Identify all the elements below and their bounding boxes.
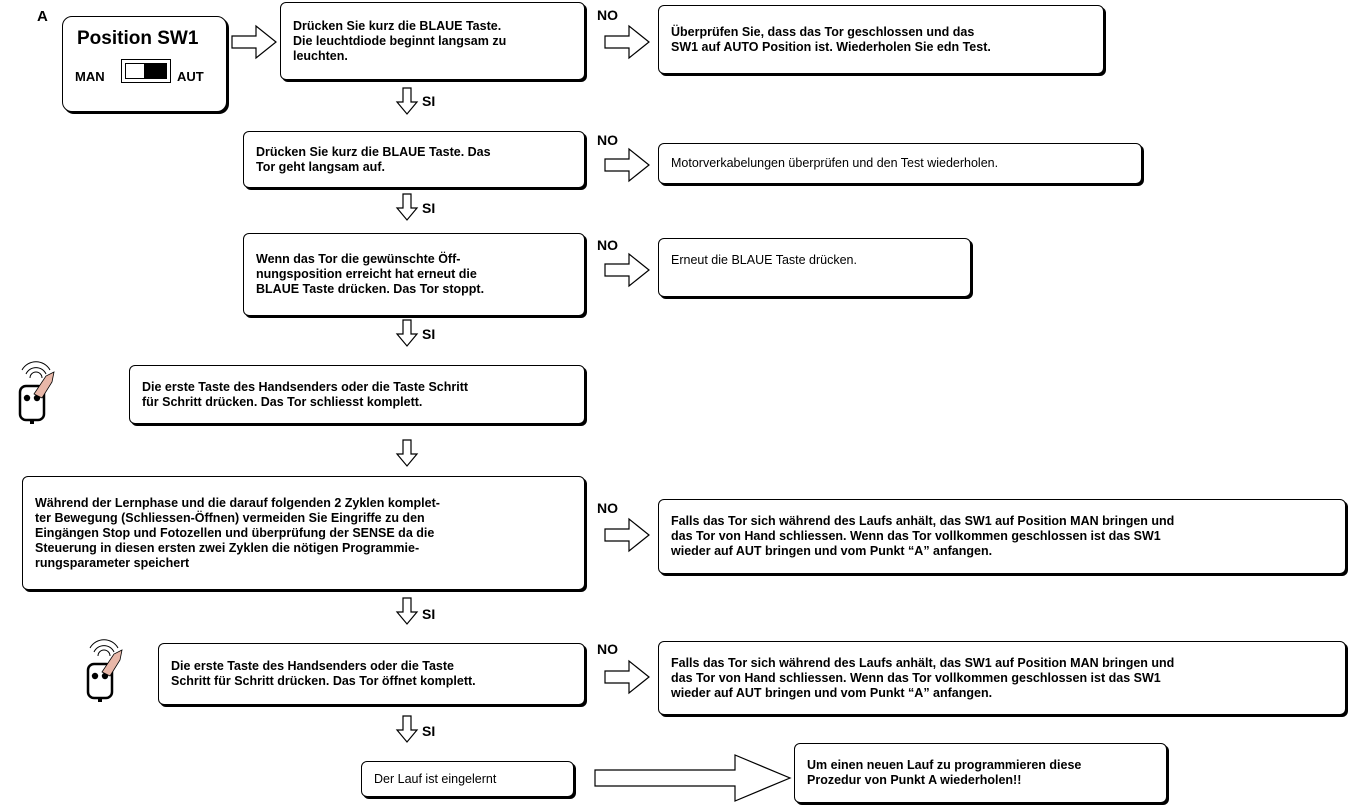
no-label-1: NO	[597, 7, 618, 23]
arrow-right-large-icon	[594, 754, 792, 802]
no-label-2: NO	[597, 132, 618, 148]
arrow-down-icon	[396, 715, 418, 743]
arrow-right-icon	[604, 148, 650, 182]
toggle-switch-icon	[121, 59, 171, 83]
arrow-right-icon	[231, 25, 277, 59]
yes-label-3: SI	[422, 326, 436, 342]
start-marker-a: A	[37, 8, 48, 25]
remote-control-icon	[18, 360, 56, 426]
switch-man-label: MAN	[75, 69, 105, 84]
arrow-down-icon	[396, 193, 418, 221]
step-2-no-box: Motorverkabelungen überprüfen und den Te…	[658, 143, 1142, 184]
end-box: Der Lauf ist eingelernt	[361, 761, 574, 797]
arrow-right-icon	[604, 253, 650, 287]
step-1-box: Drücken Sie kurz die BLAUE Taste. Die le…	[280, 2, 585, 80]
no-label-6: NO	[597, 641, 618, 657]
no-label-3: NO	[597, 237, 618, 253]
arrow-down-icon	[396, 439, 418, 467]
arrow-right-icon	[604, 660, 650, 694]
switch-aut-label: AUT	[177, 69, 204, 84]
yes-label-1: SI	[422, 93, 436, 109]
yes-label-2: SI	[422, 200, 436, 216]
arrow-down-icon	[396, 597, 418, 625]
arrow-down-icon	[396, 87, 418, 115]
remote-control-icon	[86, 638, 124, 704]
yes-label-6: SI	[422, 723, 436, 739]
switch-title: Position SW1	[77, 28, 199, 49]
step-6-no-box: Falls das Tor sich während des Laufs anh…	[658, 641, 1346, 715]
no-label-5: NO	[597, 500, 618, 516]
arrow-down-icon	[396, 319, 418, 347]
step-5-no-box: Falls das Tor sich während des Laufs anh…	[658, 499, 1346, 574]
step-5-box: Während der Lernphase und die darauf fol…	[22, 476, 585, 590]
step-4-box: Die erste Taste des Handsenders oder die…	[129, 365, 585, 424]
arrow-right-icon	[604, 25, 650, 59]
step-3-box: Wenn das Tor die gewünschte Öff- nungspo…	[243, 233, 585, 316]
arrow-right-icon	[604, 518, 650, 552]
end-note-box: Um einen neuen Lauf zu programmieren die…	[794, 743, 1167, 803]
yes-label-5: SI	[422, 606, 436, 622]
step-2-box: Drücken Sie kurz die BLAUE Taste. Das To…	[243, 131, 585, 188]
step-3-no-box: Erneut die BLAUE Taste drücken.	[658, 238, 971, 297]
step-6-box: Die erste Taste des Handsenders oder die…	[158, 643, 585, 705]
switch-position-box: Position SW1 MAN AUT	[62, 16, 227, 112]
step-1-no-box: Überprüfen Sie, dass das Tor geschlossen…	[658, 5, 1104, 74]
